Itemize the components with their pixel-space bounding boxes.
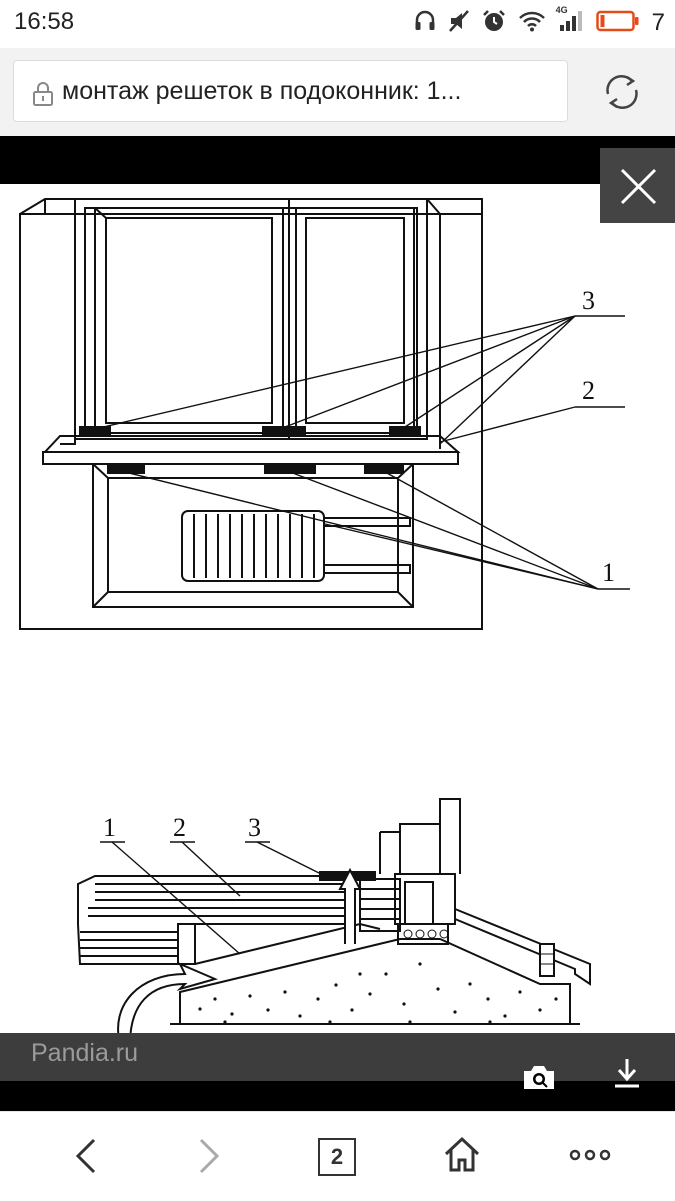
url-field[interactable]: монтаж решеток в подоконник: 1... xyxy=(13,60,568,122)
image-viewer: 3 2 1 xyxy=(0,136,675,1111)
address-bar: монтаж решеток в подоконник: 1... xyxy=(0,48,675,136)
top-label-1: 1 xyxy=(602,558,615,587)
battery-icon xyxy=(595,10,640,37)
top-label-3: 3 xyxy=(582,286,595,315)
section-diagram xyxy=(77,798,591,1045)
signal-icon: 4G xyxy=(556,5,584,38)
status-icons: 4G 7 xyxy=(414,5,665,38)
mute-icon xyxy=(448,9,470,38)
status-time: 16:58 xyxy=(14,8,75,35)
forward-icon[interactable] xyxy=(193,1136,225,1181)
download-icon[interactable] xyxy=(612,1056,642,1095)
window-diagram xyxy=(19,198,630,630)
bottom-navigation: 2 xyxy=(0,1111,675,1201)
back-icon[interactable] xyxy=(70,1136,102,1181)
diagram-image[interactable]: 3 2 1 xyxy=(0,184,675,1079)
bottom-label-3: 3 xyxy=(248,813,261,842)
close-icon xyxy=(620,168,657,205)
wifi-icon xyxy=(518,10,546,37)
battery-level: 7 xyxy=(651,9,665,36)
network-type: 4G xyxy=(555,4,568,15)
camera-search-icon[interactable] xyxy=(522,1063,556,1096)
top-label-2: 2 xyxy=(582,376,595,405)
reload-icon[interactable] xyxy=(600,70,644,119)
alarm-icon xyxy=(482,9,506,38)
radiator-icon xyxy=(181,510,411,582)
tabs-button[interactable]: 2 xyxy=(318,1138,356,1176)
lock-icon xyxy=(32,81,54,112)
close-button[interactable] xyxy=(600,148,675,223)
url-text: монтаж решеток в подоконник: 1... xyxy=(62,77,462,105)
bottom-label-1: 1 xyxy=(103,813,116,842)
image-source[interactable]: Pandia.ru xyxy=(31,1039,139,1067)
headset-icon xyxy=(414,9,436,38)
bottom-label-2: 2 xyxy=(173,813,186,842)
home-icon[interactable] xyxy=(442,1134,482,1179)
image-caption-bar: Pandia.ru xyxy=(0,1033,675,1081)
status-bar: 16:58 4G 7 xyxy=(0,0,675,48)
more-icon[interactable] xyxy=(568,1148,612,1167)
